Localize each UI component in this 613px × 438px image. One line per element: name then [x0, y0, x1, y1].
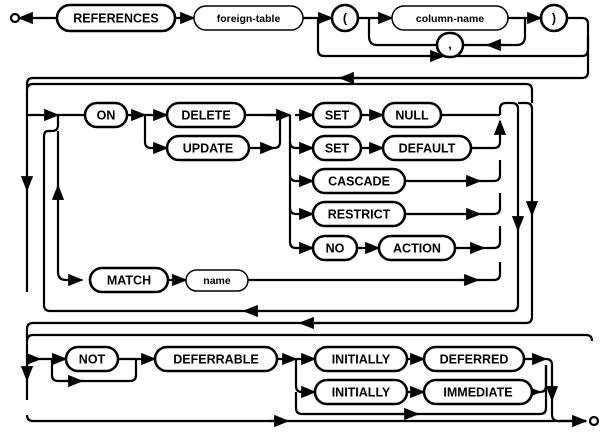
- node-label-not: NOT: [79, 352, 106, 366]
- node-column-name[interactable]: column-name: [391, 5, 509, 31]
- node-label-initially-2: INITIALLY: [332, 385, 391, 399]
- start-marker: [9, 12, 21, 24]
- node-label-lparen: (: [343, 11, 348, 25]
- node-initially-1[interactable]: INITIALLY: [313, 345, 409, 373]
- node-label-on: ON: [97, 108, 116, 122]
- node-label-initially-1: INITIALLY: [332, 352, 391, 366]
- node-label-cascade: CASCADE: [328, 174, 390, 188]
- node-update[interactable]: UPDATE: [165, 134, 251, 162]
- rail-lines: [9, 11, 600, 428]
- node-label-foreign-table: foreign-table: [217, 13, 281, 25]
- node-foreign-table[interactable]: foreign-table: [193, 5, 304, 31]
- node-label-set-default: SET: [325, 141, 350, 155]
- node-delete[interactable]: DELETE: [165, 101, 247, 129]
- node-cascade[interactable]: CASCADE: [311, 167, 407, 195]
- node-label-immediate: IMMEDIATE: [443, 385, 512, 399]
- node-name[interactable]: name: [185, 269, 249, 292]
- node-label-restrict: RESTRICT: [328, 207, 391, 221]
- node-label-name: name: [203, 275, 231, 287]
- node-null[interactable]: NULL: [381, 101, 443, 129]
- node-match[interactable]: MATCH: [88, 266, 170, 294]
- node-set-default[interactable]: SET: [311, 134, 363, 162]
- node-deferred[interactable]: DEFERRED: [422, 345, 526, 373]
- diagram-nodes: REFERENCES foreign-table ( column-name ,…: [55, 3, 569, 406]
- node-lparen[interactable]: (: [330, 3, 360, 33]
- node-set-null[interactable]: SET: [311, 101, 363, 129]
- node-label-column-name: column-name: [416, 13, 484, 25]
- node-label-references: REFERENCES: [73, 11, 158, 25]
- node-label-no: NO: [326, 241, 345, 255]
- node-immediate[interactable]: IMMEDIATE: [422, 378, 534, 406]
- node-rparen[interactable]: ): [539, 3, 569, 33]
- node-references[interactable]: REFERENCES: [55, 3, 177, 33]
- node-label-comma: ,: [448, 37, 451, 51]
- node-label-deferrable: DEFERRABLE: [173, 352, 258, 366]
- node-initially-2[interactable]: INITIALLY: [313, 378, 409, 406]
- node-no[interactable]: NO: [311, 234, 359, 262]
- node-on[interactable]: ON: [83, 101, 129, 129]
- node-comma[interactable]: ,: [435, 31, 465, 59]
- node-label-match: MATCH: [107, 273, 151, 287]
- node-default[interactable]: DEFAULT: [381, 134, 473, 162]
- node-label-delete: DELETE: [181, 108, 230, 122]
- node-not[interactable]: NOT: [64, 345, 120, 373]
- node-label-update: UPDATE: [183, 141, 233, 155]
- node-restrict[interactable]: RESTRICT: [311, 200, 407, 228]
- node-label-null: NULL: [395, 108, 429, 122]
- node-label-action: ACTION: [393, 241, 441, 255]
- node-label-rparen: ): [552, 11, 556, 25]
- node-action[interactable]: ACTION: [377, 234, 457, 262]
- end-marker: [588, 415, 600, 427]
- node-label-set-null: SET: [325, 108, 350, 122]
- node-label-default: DEFAULT: [399, 141, 456, 155]
- node-label-deferred: DEFERRED: [440, 352, 509, 366]
- node-deferrable[interactable]: DEFERRABLE: [153, 345, 279, 373]
